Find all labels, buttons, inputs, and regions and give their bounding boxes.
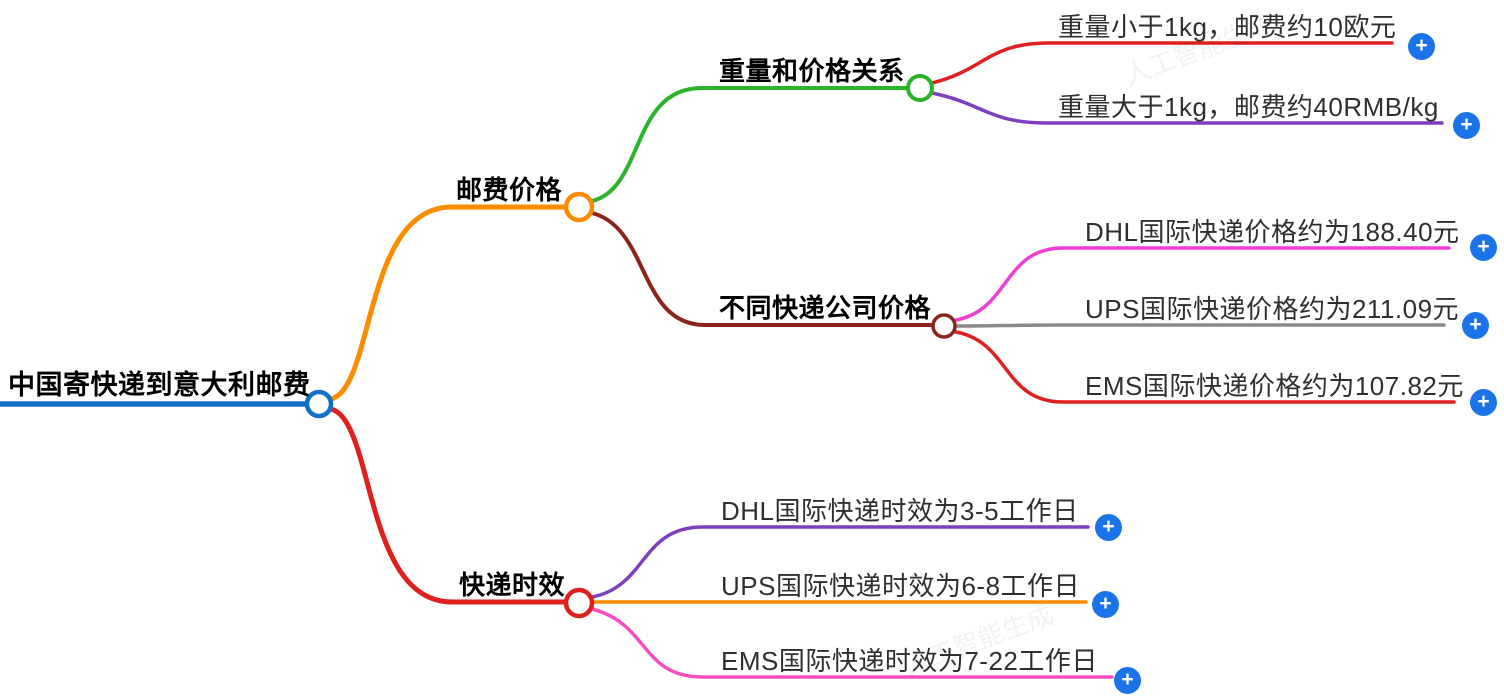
- node-label-company-price[interactable]: 不同快递公司价格: [719, 293, 932, 323]
- add-child-button[interactable]: +: [1092, 591, 1119, 618]
- plus-icon: +: [1460, 113, 1473, 136]
- root-node-circle[interactable]: [304, 389, 334, 419]
- add-child-button[interactable]: +: [1114, 667, 1141, 694]
- company-price-node-circle[interactable]: [931, 313, 957, 339]
- add-child-button[interactable]: +: [1095, 514, 1122, 541]
- leaf-label-ups-time[interactable]: UPS国际快递时效为6-8工作日: [721, 571, 1081, 601]
- edge-leaf-dhl-time: [590, 525, 1090, 599]
- leaf-label-weight-gt-1kg[interactable]: 重量大于1kg，邮费约40RMB/kg: [1058, 92, 1439, 122]
- add-child-button[interactable]: +: [1470, 234, 1497, 261]
- plus-icon: +: [1415, 34, 1428, 57]
- postage-price-node-circle[interactable]: [563, 191, 595, 223]
- edge-leaf-weight-gt-1kg: [930, 91, 1444, 125]
- leaf-label-dhl-price[interactable]: DHL国际快递价格约为188.40元: [1085, 217, 1460, 247]
- add-child-button[interactable]: +: [1408, 33, 1435, 60]
- leaf-label-weight-lt-1kg[interactable]: 重量小于1kg，邮费约10欧元: [1058, 12, 1397, 42]
- edge-postage-price: [328, 204, 569, 402]
- leaf-label-ups-price[interactable]: UPS国际快递价格约为211.09元: [1085, 294, 1460, 324]
- edge-company-price: [590, 211, 935, 327]
- node-label-delivery-time[interactable]: 快递时效: [459, 570, 566, 600]
- edge-leaf-dhl-price: [954, 246, 1451, 322]
- add-child-button[interactable]: +: [1470, 389, 1497, 416]
- plus-icon: +: [1477, 235, 1490, 258]
- add-child-button[interactable]: +: [1462, 312, 1489, 339]
- node-label-weight-price[interactable]: 重量和价格关系: [719, 56, 905, 86]
- leaf-label-ems-time[interactable]: EMS国际快递时效为7-22工作日: [721, 646, 1098, 676]
- delivery-time-node-circle[interactable]: [563, 587, 595, 619]
- plus-icon: +: [1121, 668, 1134, 691]
- edge-leaf-weight-lt-1kg: [930, 41, 1394, 85]
- leaf-label-dhl-time[interactable]: DHL国际快递时效为3-5工作日: [721, 496, 1079, 526]
- edge-delivery-time: [328, 406, 569, 605]
- edge-leaf-ems-time: [590, 607, 1114, 679]
- edge-leaf-ups-price: [954, 323, 1446, 328]
- node-label-postage-price[interactable]: 邮费价格: [456, 175, 563, 205]
- weight-price-node-circle[interactable]: [906, 74, 934, 102]
- add-child-button[interactable]: +: [1453, 112, 1480, 139]
- root-node-label[interactable]: 中国寄快递到意大利邮费: [8, 370, 311, 400]
- plus-icon: +: [1099, 592, 1112, 615]
- edge-weight-price: [590, 86, 909, 203]
- edge-leaf-ems-price: [954, 330, 1456, 404]
- plus-icon: +: [1477, 390, 1490, 413]
- plus-icon: +: [1469, 313, 1482, 336]
- leaf-label-ems-price[interactable]: EMS国际快递价格约为107.82元: [1085, 371, 1464, 401]
- plus-icon: +: [1102, 515, 1115, 538]
